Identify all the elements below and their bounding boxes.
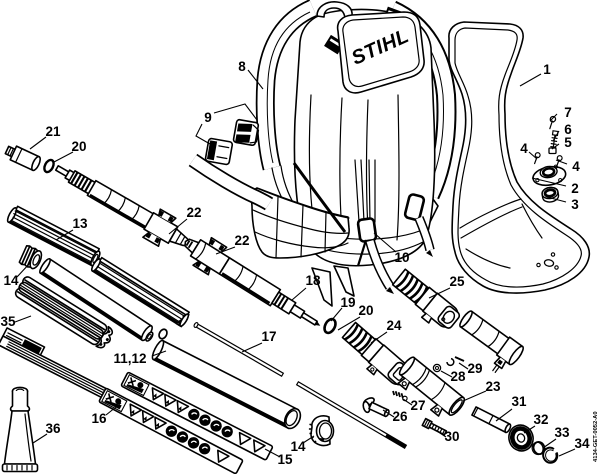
svg-text:4134-GET-0052-A0: 4134-GET-0052-A0 [593, 411, 599, 462]
svg-text:20: 20 [358, 303, 373, 318]
svg-text:11,12: 11,12 [113, 351, 146, 366]
svg-text:25: 25 [449, 274, 465, 289]
svg-text:10: 10 [394, 250, 409, 265]
svg-text:16: 16 [91, 411, 107, 426]
svg-text:7: 7 [564, 105, 572, 120]
svg-text:28: 28 [450, 369, 466, 384]
svg-text:24: 24 [386, 318, 402, 333]
svg-text:21: 21 [45, 124, 61, 139]
svg-text:23: 23 [485, 379, 501, 394]
svg-text:14: 14 [3, 273, 19, 288]
svg-text:22: 22 [234, 233, 249, 248]
svg-text:14: 14 [290, 439, 306, 454]
svg-text:22: 22 [186, 205, 201, 220]
svg-text:9: 9 [204, 110, 212, 125]
svg-text:19: 19 [340, 295, 355, 310]
svg-text:2: 2 [571, 181, 579, 196]
svg-text:32: 32 [533, 412, 548, 427]
svg-text:4: 4 [520, 141, 528, 156]
svg-text:26: 26 [392, 409, 408, 424]
svg-text:6: 6 [564, 122, 572, 137]
svg-text:1: 1 [543, 62, 551, 77]
svg-text:34: 34 [574, 436, 590, 451]
svg-text:33: 33 [554, 425, 570, 440]
svg-text:3: 3 [571, 197, 579, 212]
svg-text:18: 18 [305, 273, 321, 288]
svg-text:13: 13 [72, 216, 88, 231]
svg-text:29: 29 [467, 361, 482, 376]
svg-text:20: 20 [71, 139, 86, 154]
svg-text:5: 5 [564, 135, 572, 150]
svg-text:27: 27 [410, 398, 425, 413]
svg-text:35: 35 [0, 314, 16, 329]
svg-text:8: 8 [238, 59, 246, 74]
svg-text:31: 31 [511, 394, 527, 409]
svg-text:36: 36 [45, 421, 61, 436]
svg-text:17: 17 [261, 329, 276, 344]
svg-text:15: 15 [277, 452, 293, 467]
svg-text:4: 4 [572, 159, 580, 174]
svg-text:30: 30 [444, 429, 459, 444]
